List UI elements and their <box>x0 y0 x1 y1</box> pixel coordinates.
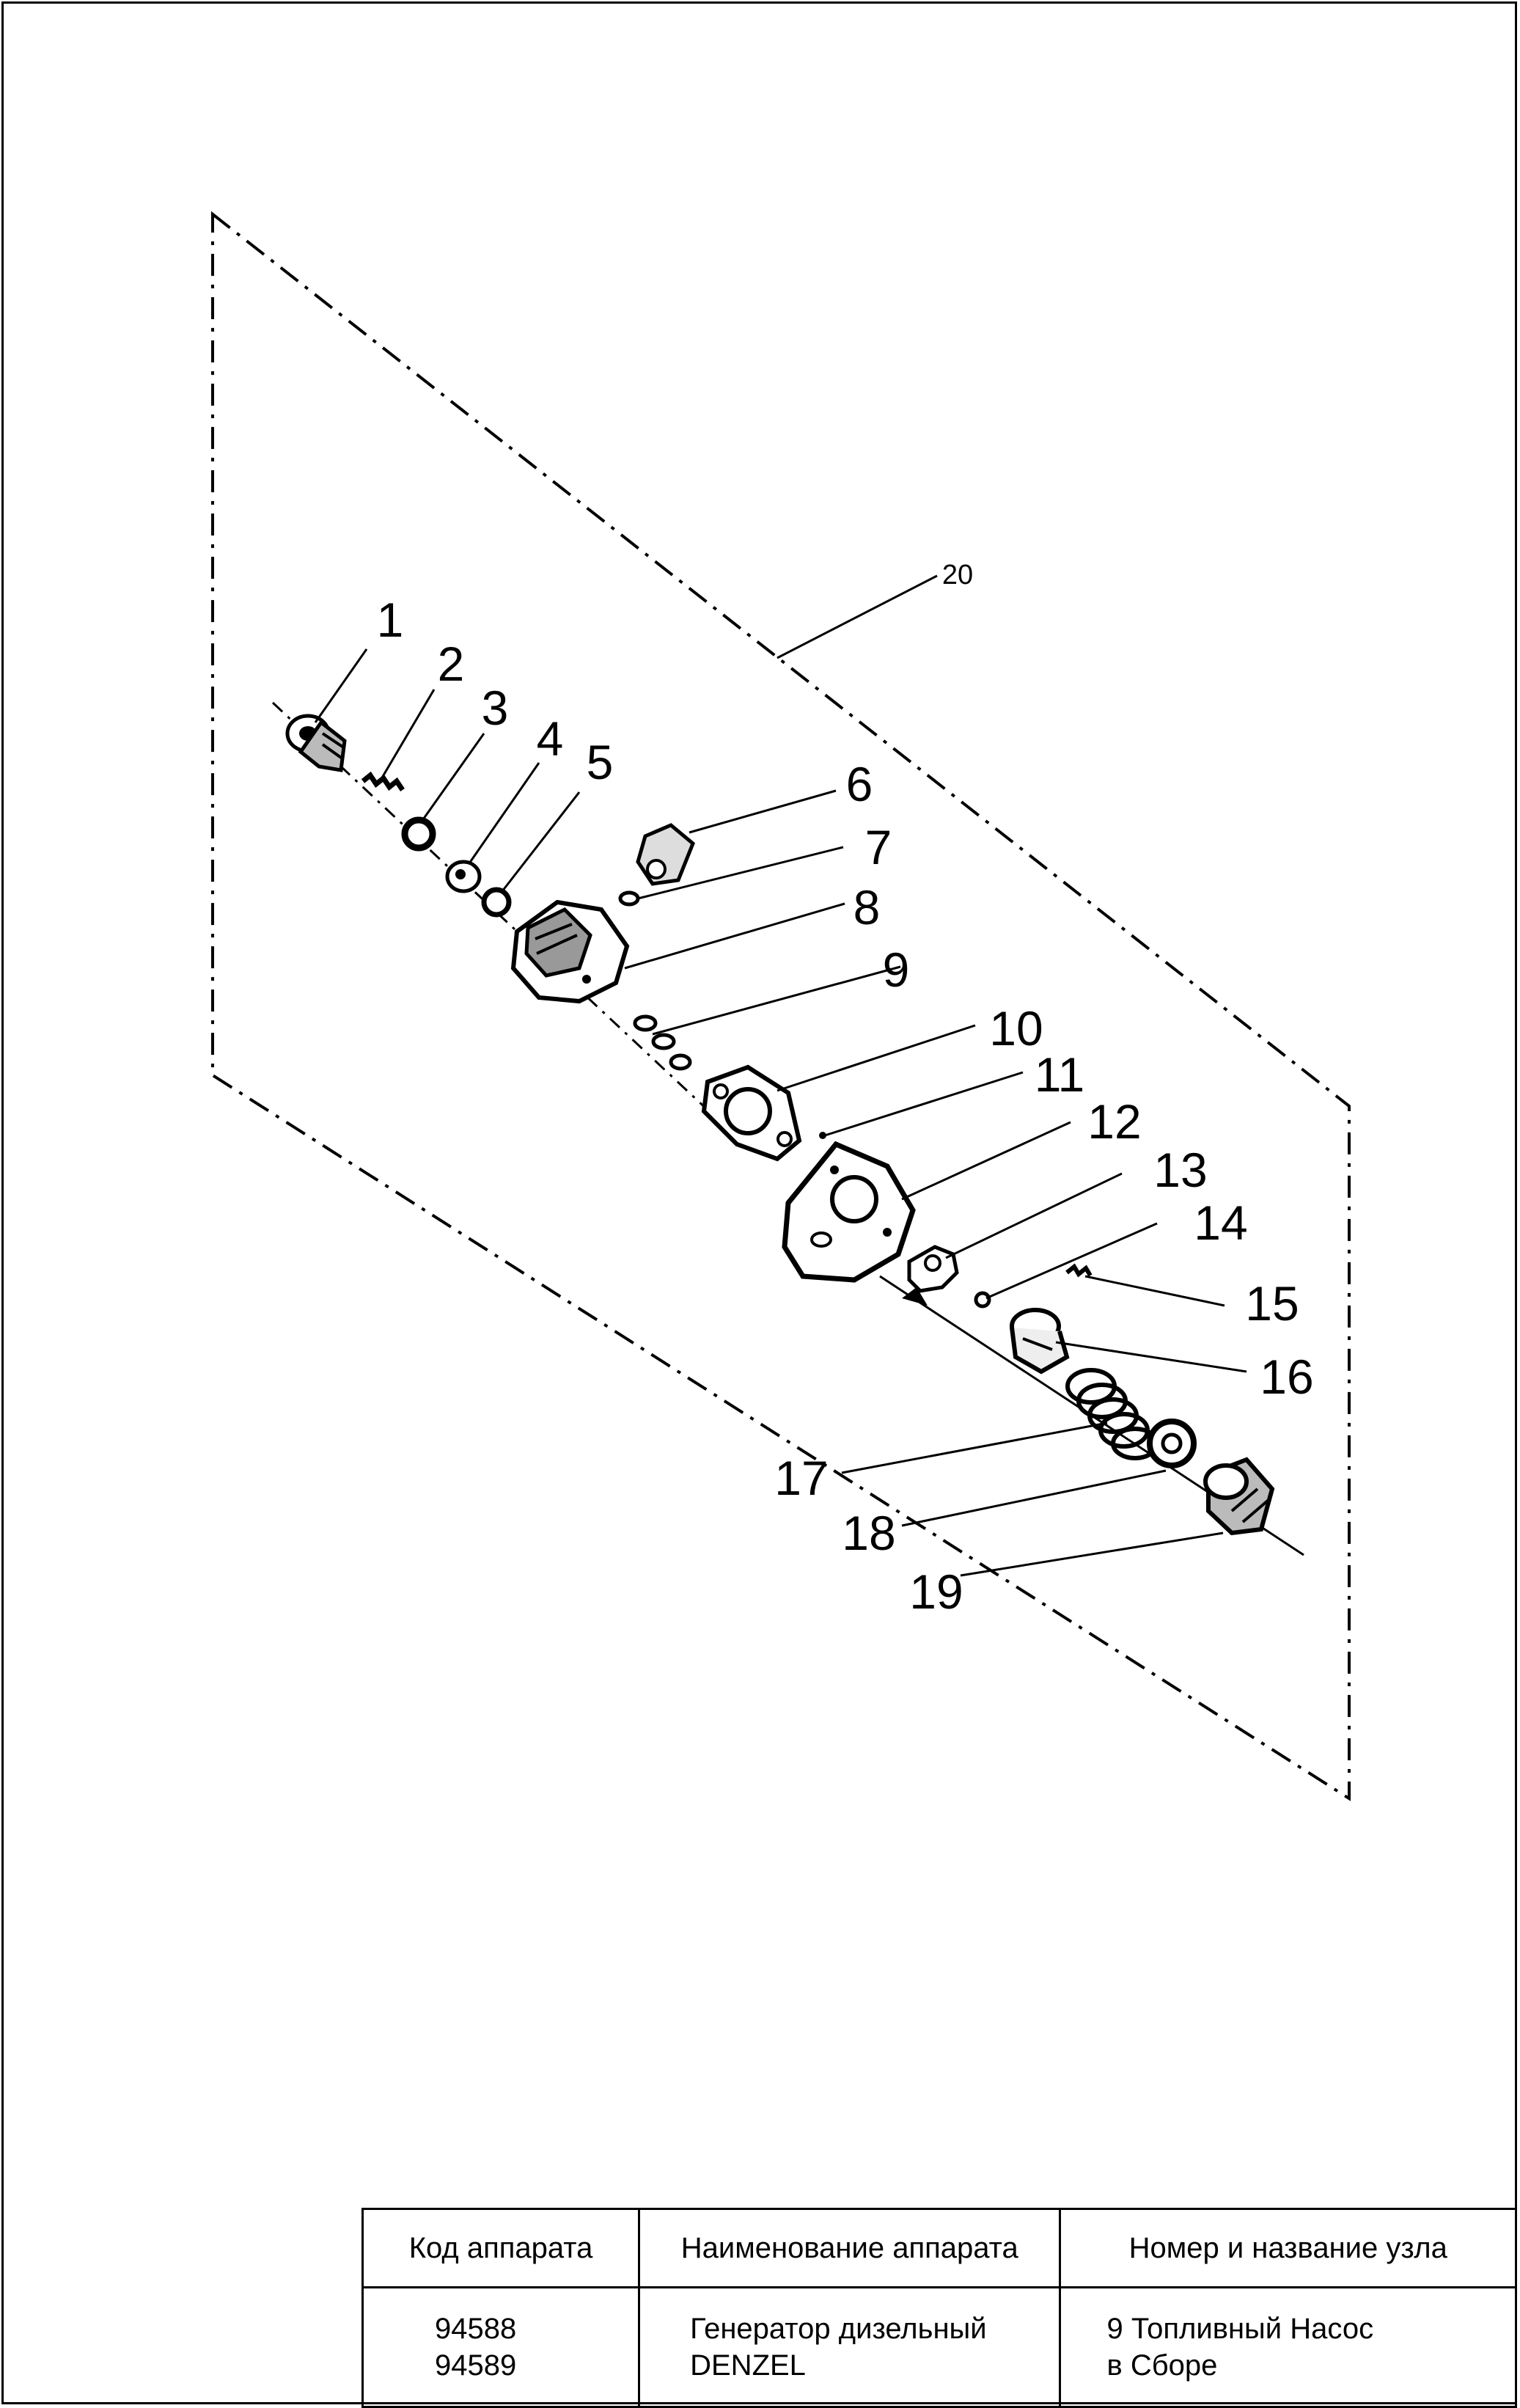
title-block-value-row: 94588 94589 Генератор дизельный DENZEL 9… <box>361 2286 1517 2408</box>
callout-19: 19 <box>909 1565 963 1619</box>
leader-9 <box>652 965 901 1036</box>
callout-18: 18 <box>842 1506 895 1560</box>
part-11-pin <box>819 1132 826 1139</box>
leader-20 <box>776 574 938 659</box>
callout-4: 4 <box>537 711 564 766</box>
callout-12: 12 <box>1087 1094 1141 1149</box>
assembly-cell: 9 Топливный Насос в Сборе <box>1059 2286 1517 2408</box>
part-18-seat <box>1147 1419 1197 1468</box>
part-16-sleeve <box>1010 1308 1070 1375</box>
part-5-seat <box>481 887 512 918</box>
part-7-seal <box>618 890 640 907</box>
part-1-valve-holder <box>285 714 347 772</box>
part-8-pump-body <box>510 899 630 1004</box>
assembly-boundary <box>211 211 1351 1801</box>
part-9-oring <box>633 1014 692 1071</box>
callout-2: 2 <box>438 637 465 691</box>
callout-numbers: 1 2 3 4 5 6 7 8 9 10 11 12 13 14 15 16 1… <box>377 560 1314 1619</box>
leader-13 <box>945 1172 1123 1259</box>
leader-6 <box>689 789 837 834</box>
device-code-1: 94588 <box>435 2313 517 2345</box>
part-4-valve <box>445 860 482 893</box>
assembly-line-1: 9 Топливный Насос <box>1106 2313 1374 2345</box>
callout-3: 3 <box>482 681 509 735</box>
callout-1: 1 <box>377 593 404 647</box>
header-assembly: Номер и название узла <box>1059 2208 1517 2288</box>
leader-3 <box>420 733 485 822</box>
leader-10 <box>776 1024 976 1092</box>
device-name-line-2: DENZEL <box>690 2349 806 2382</box>
device-name-line-1: Генератор дизельный <box>690 2313 987 2345</box>
part-13-clamp <box>902 1245 959 1306</box>
part-15-screw <box>1065 1263 1093 1278</box>
device-code-2: 94589 <box>435 2349 517 2382</box>
callout-13: 13 <box>1153 1143 1207 1197</box>
leader-19 <box>960 1531 1224 1577</box>
part-17-spring <box>1065 1368 1159 1460</box>
leader-2 <box>380 689 436 780</box>
device-name-cell: Генератор дизельный DENZEL <box>638 2286 1062 2408</box>
callout-10: 10 <box>989 1001 1043 1055</box>
part-10-gasket <box>701 1064 802 1162</box>
assembly-line-2: в Сборе <box>1106 2349 1218 2382</box>
callout-9: 9 <box>883 943 910 997</box>
part-14-ring <box>974 1291 991 1309</box>
callout-17: 17 <box>774 1451 828 1505</box>
leader-5 <box>501 791 581 892</box>
leader-17 <box>841 1421 1108 1474</box>
leader-1 <box>314 648 368 723</box>
callout-14: 14 <box>1194 1196 1247 1250</box>
part-19-tappet <box>1203 1457 1275 1536</box>
leader-11 <box>824 1071 1024 1137</box>
callout-15: 15 <box>1245 1276 1299 1331</box>
part-12-flange <box>782 1141 916 1283</box>
part-3-washer <box>401 816 436 852</box>
header-device-name: Наименование аппарата <box>638 2208 1062 2288</box>
leader-15 <box>1084 1275 1225 1307</box>
callout-20: 20 <box>942 560 973 590</box>
part-6-bleed-screw <box>636 823 695 886</box>
header-device-code: Код аппарата <box>361 2208 641 2288</box>
callout-7: 7 <box>865 820 892 874</box>
part-2-spring <box>361 771 405 791</box>
leader-lines <box>314 648 1247 1577</box>
callout-5: 5 <box>587 735 614 789</box>
leader-4 <box>468 762 540 864</box>
callout-6: 6 <box>846 757 873 811</box>
callout-8: 8 <box>853 880 881 934</box>
leader-16 <box>1055 1341 1247 1373</box>
leader-18 <box>901 1469 1167 1527</box>
leader-7 <box>637 846 844 900</box>
leader-12 <box>901 1121 1071 1201</box>
title-block-header-row: Код аппарата Наименование аппарата Номер… <box>361 2208 1517 2288</box>
device-code-cell: 94588 94589 <box>361 2286 641 2408</box>
axis-line-upper <box>271 701 746 1146</box>
leader-8 <box>624 902 845 970</box>
title-block: Код аппарата Наименование аппарата Номер… <box>361 2208 1517 2408</box>
callout-16: 16 <box>1260 1350 1313 1404</box>
callout-11: 11 <box>1035 1047 1085 1102</box>
leader-14 <box>985 1222 1158 1300</box>
